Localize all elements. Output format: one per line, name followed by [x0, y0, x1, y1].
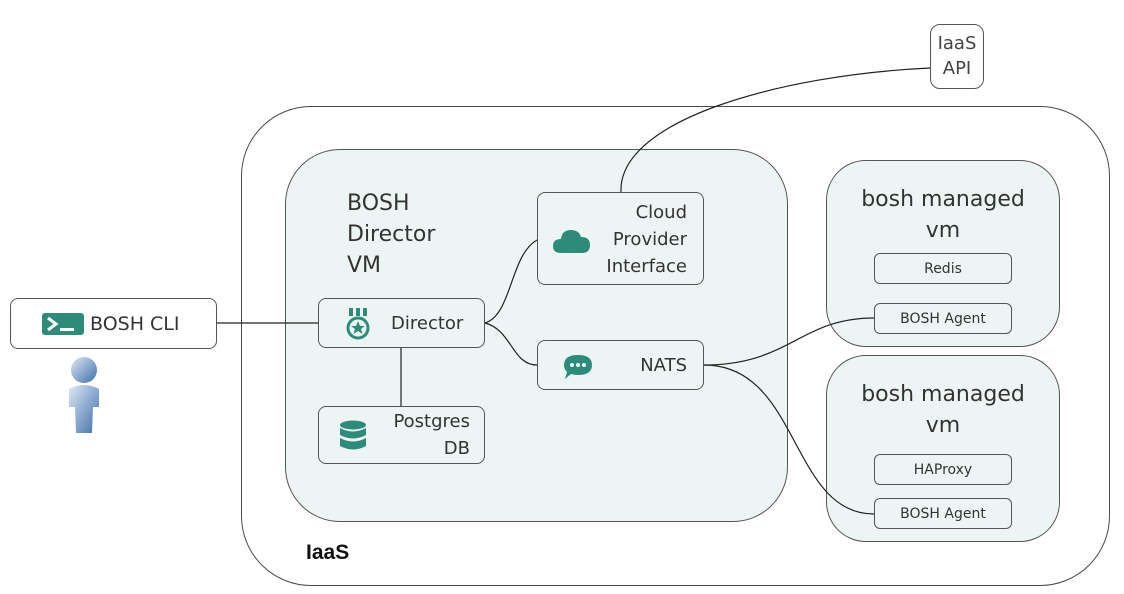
cpi-label-line1: Cloud: [635, 202, 687, 223]
database-icon: [340, 420, 366, 450]
haproxy-box: HAProxy: [874, 454, 1012, 485]
managed-vm-title-line2: vm: [925, 413, 961, 438]
terminal-icon: [42, 313, 84, 335]
nats-label: NATS: [640, 355, 687, 376]
managed-vm-title-line2: vm: [925, 218, 961, 243]
director-vm-title-line2: Director: [347, 222, 436, 247]
cloud-icon: [553, 230, 590, 253]
cpi-label-line3: Interface: [606, 256, 687, 277]
bosh-agent-box: BOSH Agent: [874, 498, 1012, 529]
cpi-box: Cloud Provider Interface: [537, 192, 704, 285]
director-vm-title-line1: BOSH: [347, 191, 410, 216]
managed-vm-title-line1: bosh managed: [861, 382, 1025, 407]
managed-vm-title: bosh managed vm: [826, 184, 1060, 246]
iaas-api-box: IaaS API: [930, 24, 984, 89]
director-box: Director: [318, 298, 485, 348]
redis-box: Redis: [874, 253, 1012, 284]
medal-icon: [346, 308, 370, 340]
director-label: Director: [391, 313, 464, 334]
postgres-label-line1: Postgres: [393, 411, 470, 432]
iaas-api-label-line2: API: [942, 58, 972, 79]
bosh-cli-box: BOSH CLI: [10, 298, 217, 349]
iaas-label: IaaS: [306, 541, 350, 564]
director-vm-title: BOSH Director VM: [347, 188, 435, 281]
cpi-label-line2: Provider: [612, 229, 687, 250]
chat-icon: [564, 355, 592, 379]
managed-vm-title: bosh managed vm: [826, 379, 1060, 441]
nats-box: NATS: [537, 340, 704, 390]
bosh-cli-label: BOSH CLI: [90, 313, 180, 335]
director-vm-title-line3: VM: [347, 253, 382, 278]
postgres-db-box: Postgres DB: [318, 406, 485, 464]
postgres-label-line2: DB: [443, 438, 470, 459]
bosh-agent-box: BOSH Agent: [874, 303, 1012, 334]
managed-vm-title-line1: bosh managed: [861, 187, 1025, 212]
iaas-api-label-line1: IaaS: [937, 33, 977, 54]
user-icon: [69, 357, 99, 433]
